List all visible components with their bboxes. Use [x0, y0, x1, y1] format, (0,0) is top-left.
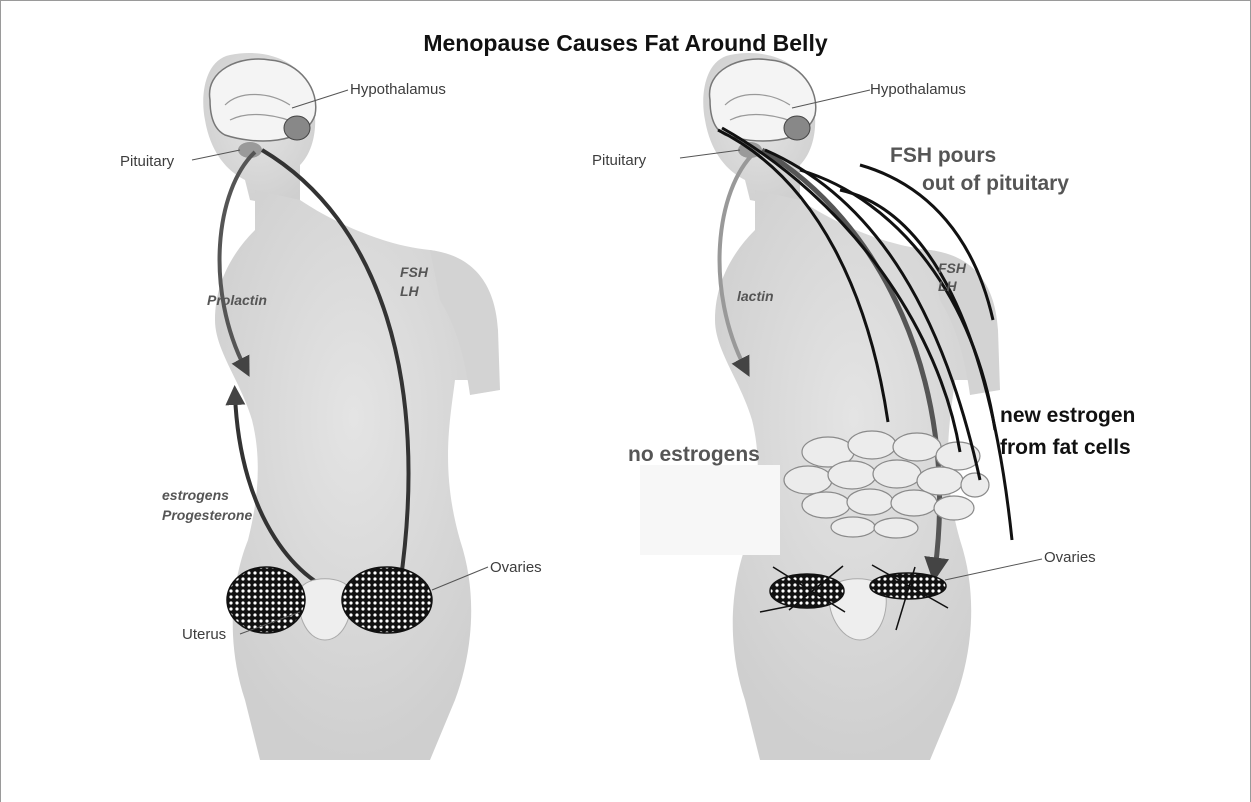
label-lh-left: LH	[400, 283, 420, 299]
label-prolactin-right: lactin	[737, 288, 774, 304]
label-estrogens-left: estrogens	[162, 487, 229, 503]
label-prolactin-left: Prolactin	[207, 292, 267, 308]
label-hypothalamus-right: Hypothalamus	[870, 81, 966, 98]
label-fsh-left: FSH	[400, 264, 429, 280]
label-new-estrogen-line2: from fat cells	[1000, 436, 1131, 459]
label-no-estrogens: no estrogens	[628, 443, 760, 466]
ovary-left-1	[227, 567, 305, 633]
label-pituitary-left: Pituitary	[120, 153, 175, 170]
label-progesterone-left: Progesterone	[162, 507, 252, 523]
ovary-left-2	[342, 567, 432, 633]
label-pituitary-right: Pituitary	[592, 152, 647, 169]
label-uterus-left: Uterus	[182, 626, 226, 643]
faded-panel-right	[640, 465, 780, 555]
label-hypothalamus-left: Hypothalamus	[350, 81, 446, 98]
label-fsh-right: FSH	[938, 260, 967, 276]
label-fsh-pours-line1: FSH pours	[890, 144, 996, 167]
label-fsh-pours-line2: out of pituitary	[922, 172, 1069, 195]
ovary-right-1	[770, 574, 844, 608]
label-new-estrogen-line1: new estrogen	[1000, 404, 1135, 427]
label-ovaries-left: Ovaries	[490, 559, 542, 576]
label-lh-right: LH	[938, 278, 958, 294]
label-ovaries-right: Ovaries	[1044, 549, 1096, 566]
